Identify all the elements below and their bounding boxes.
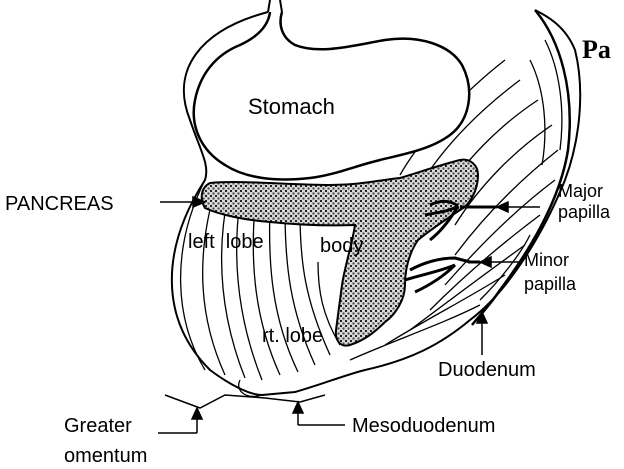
major-papilla-label-line2: papilla bbox=[558, 202, 611, 222]
title-fragment: Pa bbox=[582, 35, 611, 64]
mesoduodenum-label: Mesoduodenum bbox=[352, 415, 495, 437]
minor-papilla-label-line1: Minor bbox=[524, 250, 569, 270]
greater-omentum-label-line2: omentum bbox=[64, 445, 147, 467]
omentum-bottom-edge bbox=[165, 395, 325, 408]
left-lobe-label: left lobe bbox=[188, 231, 264, 253]
body-label: body bbox=[320, 235, 363, 257]
rt-lobe-label: rt. lobe bbox=[262, 325, 323, 347]
major-papilla-label-line1: Major bbox=[558, 181, 603, 201]
pancreas-label: PANCREAS bbox=[5, 193, 114, 215]
greater-omentum-label-line1: Greater bbox=[64, 415, 132, 437]
duodenum-label: Duodenum bbox=[438, 359, 536, 381]
stomach-label: Stomach bbox=[248, 94, 335, 119]
minor-papilla-label-line2: papilla bbox=[524, 274, 577, 294]
esophagus-line bbox=[268, 0, 282, 12]
